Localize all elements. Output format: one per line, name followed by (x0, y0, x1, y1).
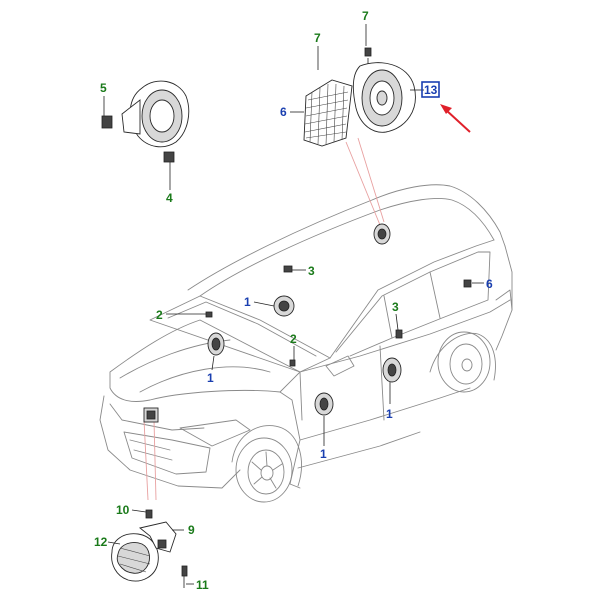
callout-1-tweeter: 1 (244, 295, 251, 309)
callout-labels: 7 7 13 6 5 4 3 1 2 1 2 3 6 1 1 10 9 12 1… (94, 9, 493, 592)
callout-4: 4 (166, 191, 173, 205)
callout-1-front-right: 1 (320, 447, 327, 461)
leader-lines-pink (143, 137, 385, 501)
callout-7-grille: 7 (314, 31, 321, 45)
door-speaker-front-right (314, 392, 334, 416)
callout-3-right: 3 (392, 300, 399, 314)
door-speaker-part (101, 80, 190, 163)
leader-lines (103, 24, 484, 585)
door-speaker-front-left (207, 332, 225, 356)
callout-5: 5 (100, 81, 107, 95)
small-connectors (205, 265, 472, 367)
horn-module (143, 407, 159, 423)
callout-9: 9 (188, 523, 195, 537)
callout-10: 10 (116, 503, 130, 517)
callout-2-center: 2 (290, 332, 297, 346)
vehicle-outline (99, 184, 513, 503)
pointer-arrow (440, 104, 471, 133)
callout-6-right: 6 (486, 277, 493, 291)
speaker-grille-part (303, 79, 353, 147)
callout-3-top: 3 (308, 264, 315, 278)
subwoofer-part (352, 47, 416, 133)
callout-1-front-left: 1 (207, 371, 214, 385)
callout-11: 11 (196, 578, 209, 592)
highlight-box (421, 81, 440, 98)
callout-12: 12 (94, 535, 108, 549)
callout-2-left: 2 (156, 308, 163, 322)
amplifier-assembly (111, 509, 188, 588)
callout-1-rear-right: 1 (386, 407, 393, 421)
callout-7-subwoofer: 7 (362, 9, 369, 23)
tweeter-speaker-left (273, 295, 295, 317)
roof-speaker (373, 223, 391, 245)
callout-13: 13 (424, 83, 438, 97)
door-speaker-rear-right (382, 357, 402, 383)
callout-6-grille: 6 (280, 105, 287, 119)
